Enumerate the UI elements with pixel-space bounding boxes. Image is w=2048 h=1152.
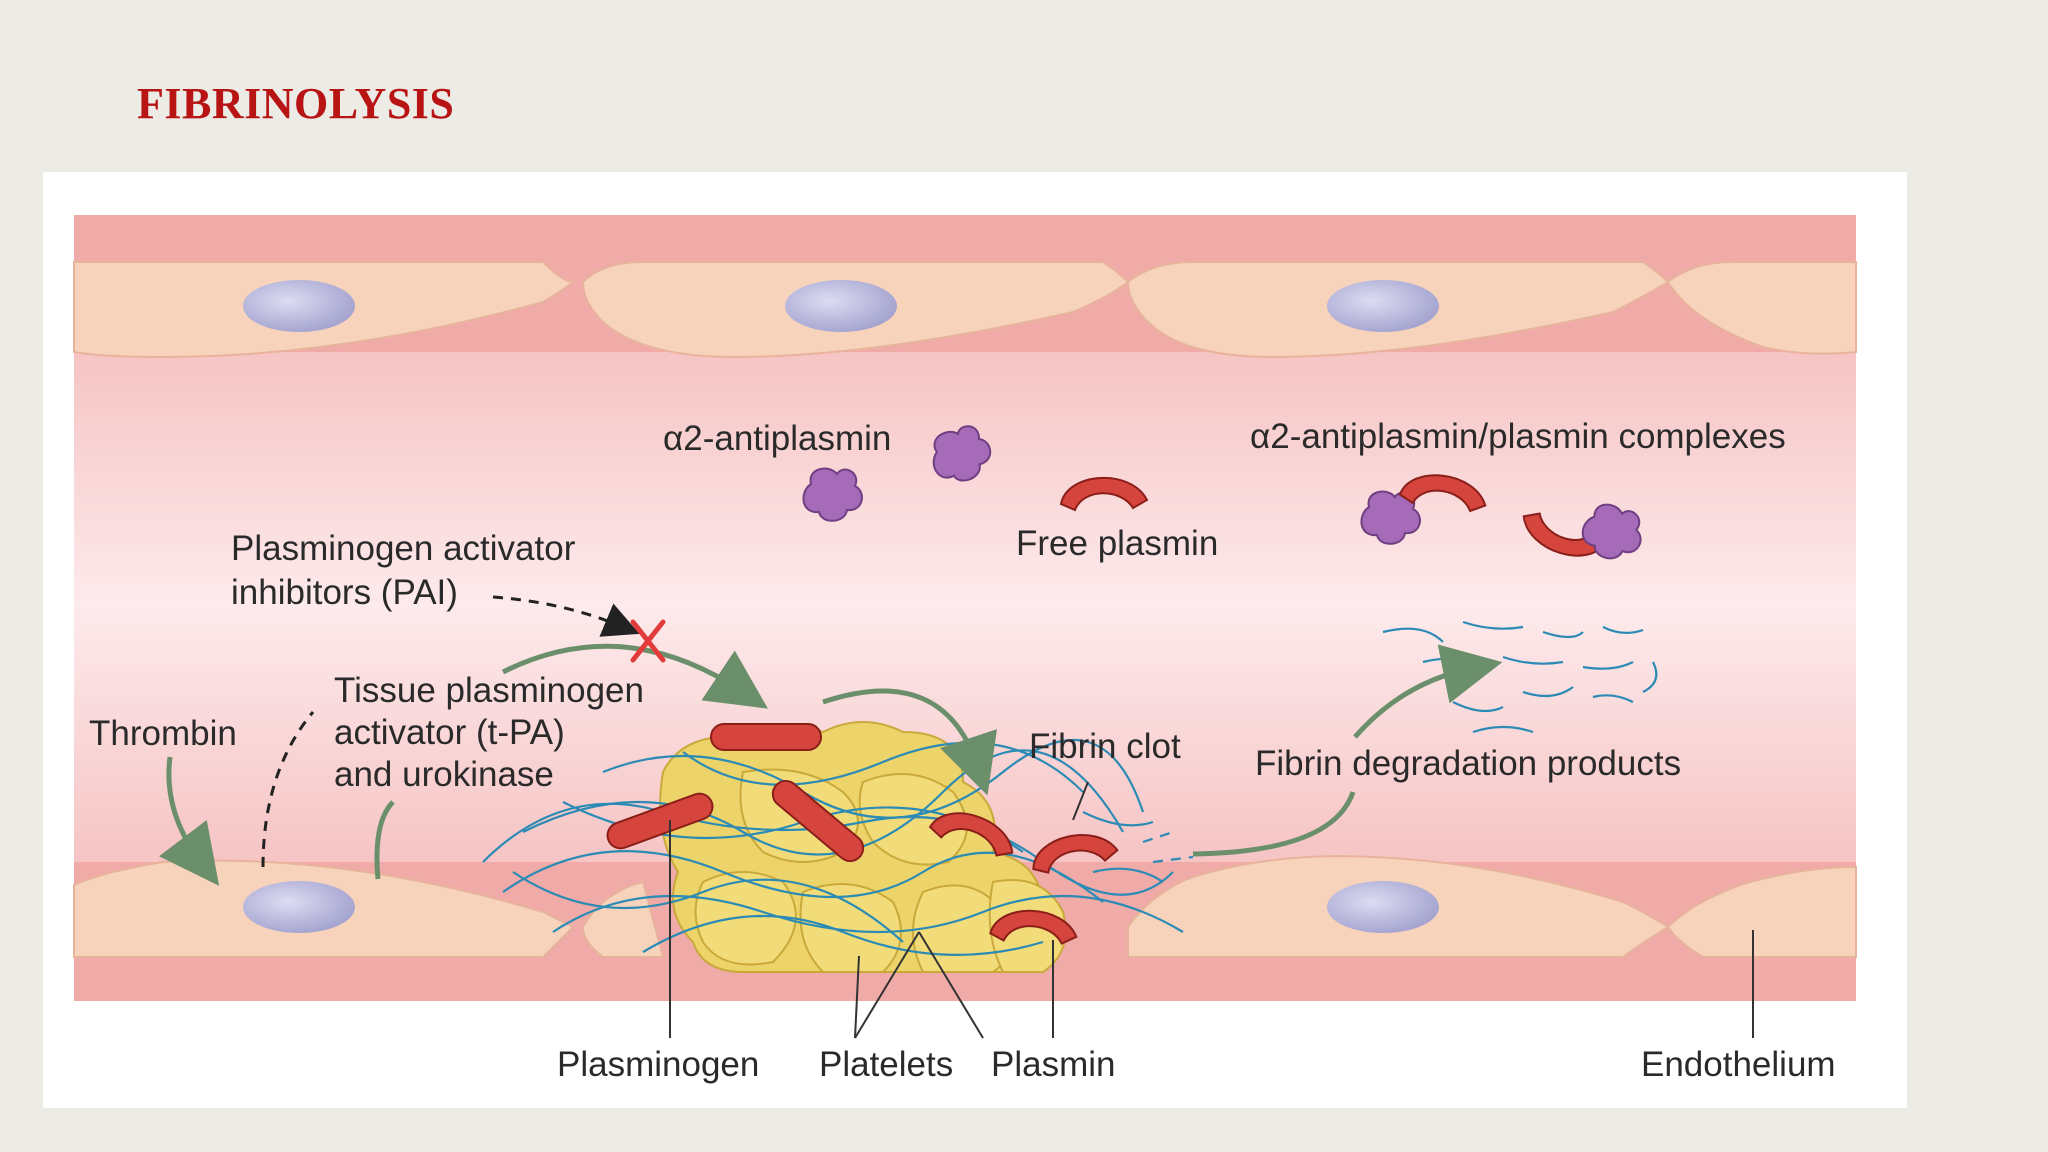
fibrin-fragment [1152, 855, 1194, 864]
plasmin-molecules [606, 476, 1148, 948]
fibrinolysis-diagram: α2-antiplasmin α2-antiplasmin/plasmin co… [73, 215, 1857, 1084]
endothelial-cell [581, 880, 665, 958]
diagram-panel: α2-antiplasmin α2-antiplasmin/plasmin co… [43, 172, 1907, 1108]
thrombin-arrow [158, 756, 220, 886]
arrows [158, 595, 1503, 886]
platelets-callout [854, 931, 920, 1039]
label-pai-line1: Plasminogen activator [231, 529, 576, 568]
slide-title: FIBRINOLYSIS [137, 79, 455, 128]
fibrin-strand [602, 738, 1145, 819]
endothelial-cell [1666, 261, 1857, 355]
label-fibrin-degradation-products: Fibrin degradation products [1255, 744, 1681, 783]
fibrin-fragment [1452, 701, 1504, 713]
label-fibrin-clot: Fibrin clot [1029, 727, 1181, 766]
plasminogen-to-plasmin-arrow [822, 688, 997, 796]
plasminogen-molecule [771, 780, 865, 862]
nucleus [1327, 881, 1439, 933]
fibrin-strand [1092, 867, 1164, 883]
label-antiplasmin: α2-antiplasmin [663, 419, 891, 458]
fibrin-strand [642, 914, 1044, 956]
label-plasminogen: Plasminogen [557, 1045, 759, 1084]
label-plasmin: Plasmin [991, 1045, 1115, 1084]
platelet [799, 883, 902, 973]
endothelial-cell [1666, 865, 1857, 958]
fibrin-strand [682, 741, 1084, 793]
fibrin-fragment [1382, 627, 1444, 643]
nucleus [785, 280, 897, 332]
tpa-activation-arrow [501, 643, 768, 709]
labels: α2-antiplasmin α2-antiplasmin/plasmin co… [89, 417, 1836, 1084]
fibrin-fragment [1522, 686, 1574, 698]
label-tpa-line1: Tissue plasminogen [334, 671, 644, 710]
degradation-arrow-1 [1192, 791, 1356, 857]
label-thrombin: Thrombin [89, 714, 237, 753]
pai-dashed-line [261, 711, 315, 868]
label-tpa-line3: and urokinase [334, 755, 554, 794]
label-platelets: Platelets [819, 1045, 953, 1084]
platelets-callout [918, 931, 984, 1039]
fibrin-fragment [1642, 661, 1658, 693]
fibrin-clot-callout [1072, 781, 1089, 821]
fibrin-fragment [1502, 655, 1564, 665]
tpa-source-line [374, 800, 395, 880]
nucleus [243, 280, 355, 332]
fibrin-fragment [1462, 620, 1524, 630]
fibrin-fragment [1472, 725, 1534, 734]
fibrin-fragment [1542, 630, 1584, 639]
fibrin-fragment [1582, 661, 1634, 670]
nucleus [243, 881, 355, 933]
platelets-callout [854, 955, 860, 1039]
plasminogen-molecule [606, 792, 714, 850]
fibrin-fragment [1592, 694, 1634, 703]
label-complexes: α2-antiplasmin/plasmin complexes [1250, 417, 1786, 456]
nucleus [1327, 280, 1439, 332]
fibrin-fragment [1602, 626, 1644, 634]
inhibition-x-icon [630, 619, 666, 663]
fibrin-fragment [1142, 830, 1174, 844]
fibrin-strand [512, 871, 904, 943]
callout-lines [669, 781, 1754, 1039]
label-endothelium: Endothelium [1641, 1045, 1836, 1084]
bottom-endothelium [73, 855, 1857, 958]
label-pai-line2: inhibitors (PAI) [231, 573, 458, 612]
fibrin-strand [1082, 811, 1154, 827]
degradation-arrow-2 [1353, 644, 1503, 739]
label-tpa-line2: activator (t-PA) [334, 713, 565, 752]
top-endothelium [73, 261, 1857, 359]
plasminogen-molecule [710, 723, 822, 751]
fibrin-strand [552, 894, 1184, 934]
label-free-plasmin: Free plasmin [1016, 524, 1218, 563]
